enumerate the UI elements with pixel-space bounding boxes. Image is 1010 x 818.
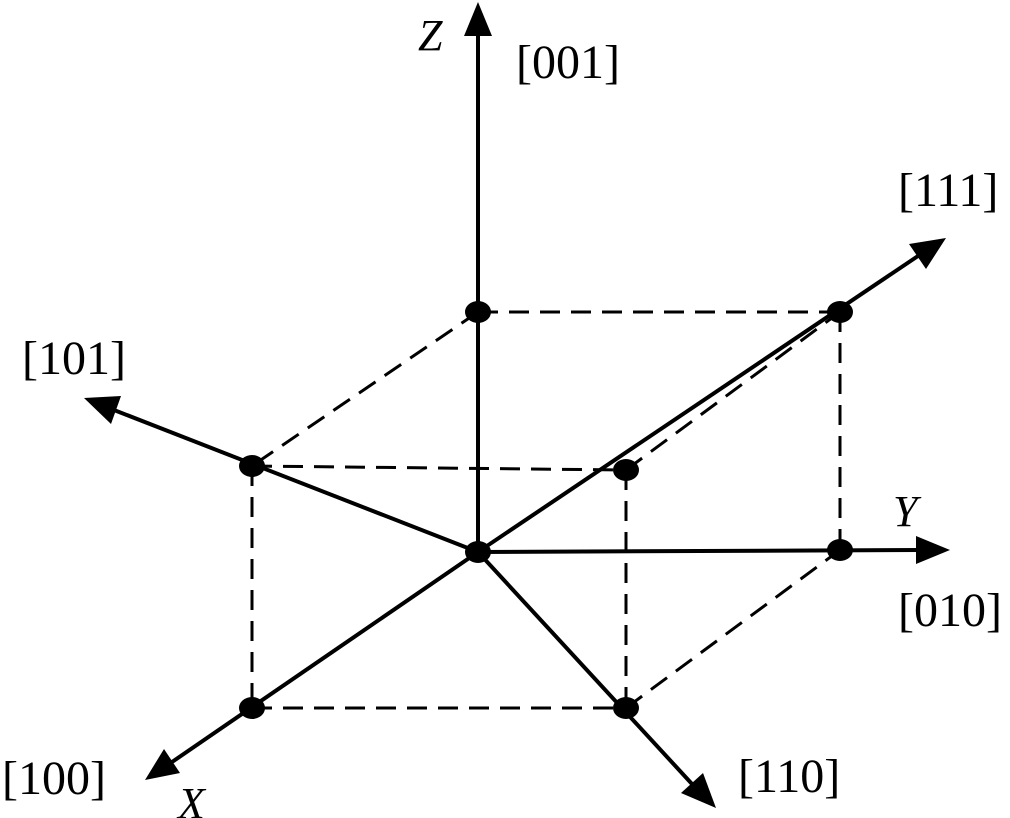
point-101 [239,455,265,477]
z-axis-arrowhead [464,2,492,36]
point-100 [239,697,265,719]
y-axis-line [477,548,921,554]
vector-110-arrowhead [681,773,716,808]
vector-101-line [113,408,479,554]
labels: Z [001] [111] [101] Y [010] [100] X [110… [2,11,1002,818]
vector-110-line [476,550,694,786]
vector-111-arrowhead [909,238,946,269]
point-111 [613,459,639,481]
label-100: [100] [2,752,106,805]
point-origin [465,541,491,563]
cube-edge-top-right [625,310,841,472]
z-axis-label: Z [418,11,443,60]
y-axis-arrowhead [916,536,950,564]
vector-111-line [476,254,920,554]
lattice-points [239,301,853,719]
x-axis-line [170,550,480,764]
y-axis-label: Y [893,487,922,536]
label-101: [101] [22,332,126,385]
cube-edge-bottom-right [625,548,841,710]
vector-101-arrowhead [84,396,121,424]
label-110: [110] [738,750,840,803]
label-111: [111] [898,164,998,217]
point-001 [465,301,491,323]
x-axis-label: X [176,779,207,818]
vectors [84,2,950,808]
point-010 [827,539,853,561]
x-axis-arrowhead [145,749,180,780]
label-001: [001] [516,36,620,89]
cube-edges [250,310,842,710]
label-010: [010] [898,584,1002,637]
cube-edge-top-front [251,464,627,472]
point-110 [613,697,639,719]
point-011 [827,301,853,323]
cube-edge-top-left [251,310,479,468]
